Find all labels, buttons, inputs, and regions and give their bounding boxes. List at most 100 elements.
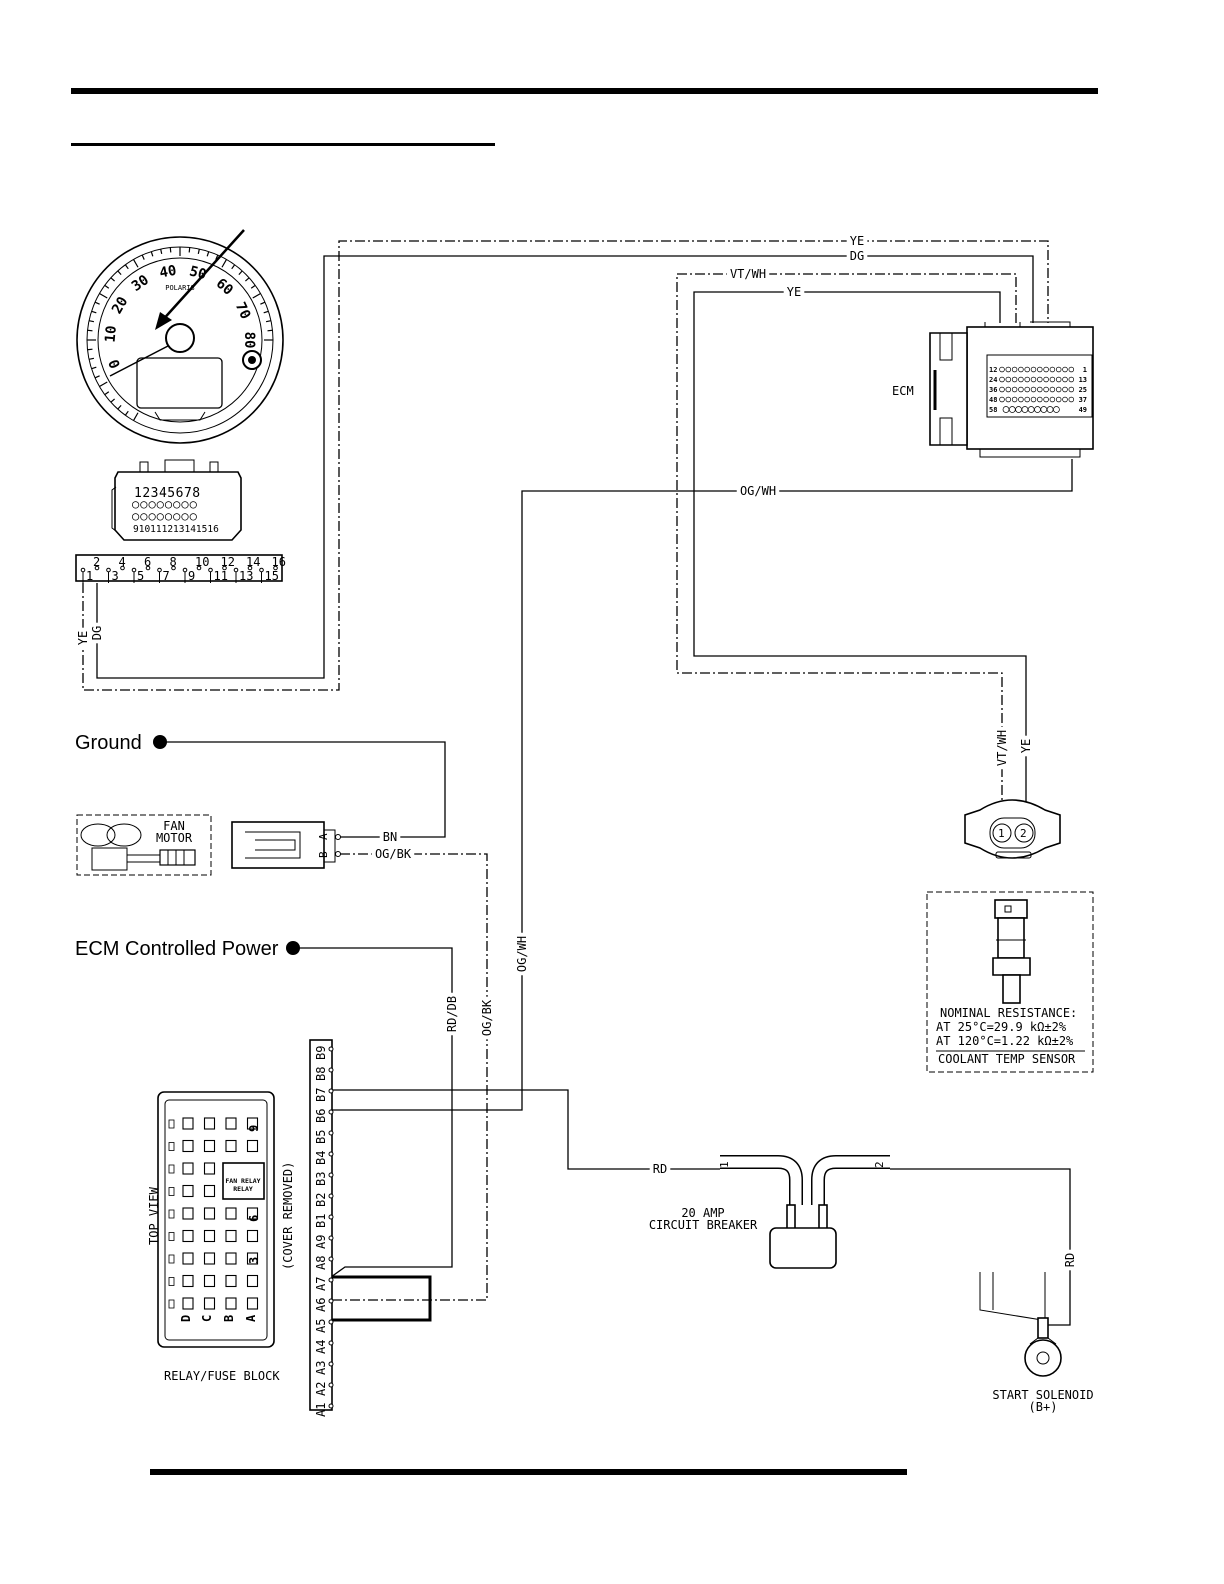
relay-fuse-block: FAN RELAY RELAY D C B A 9 6 3 TOP VIEW (…	[147, 1091, 295, 1383]
wire-vtwh-ecm-sensor	[676, 273, 1017, 825]
cluster-pin-holes: ○○○○○○○○	[132, 509, 198, 523]
fan-relay	[222, 1162, 265, 1200]
wire-label-ye-left: YE	[76, 627, 90, 649]
fan-connector: A B	[231, 821, 341, 869]
strip-pin-even: 10	[195, 555, 209, 569]
gauge-speed-mark: 40	[158, 263, 177, 282]
strip-pin-odd: 9	[188, 569, 195, 583]
wire-label-ogbk-h: OG/BK	[371, 847, 415, 861]
wire-ogwh-ecm-relay	[331, 459, 1073, 1111]
fan-relay-label-1: FAN RELAY	[225, 1177, 260, 1185]
gauge-speed-mark: 20	[109, 294, 131, 317]
wire-label-text: RD	[653, 1162, 667, 1176]
wire-label-dg-top: DG	[846, 249, 868, 263]
header-rule	[71, 88, 1098, 94]
fan-motor-label-2: MOTOR	[156, 831, 193, 845]
ecm-row-left: 48	[989, 396, 997, 404]
header-subrule	[71, 143, 495, 146]
relay-col-c: C	[200, 1315, 214, 1322]
wire-label-bn: BN	[379, 830, 401, 844]
gauge-speed-mark: 70	[232, 300, 254, 322]
ecm-row-left: 12	[989, 366, 997, 374]
coolant-sensor: NOMINAL RESISTANCE: AT 25°C=29.9 kΩ±2% A…	[926, 891, 1094, 1073]
wire-ogbk-fan-relay	[331, 853, 488, 1301]
strip-pin-odd: 11	[214, 569, 228, 583]
strip-pin-odd: 5	[137, 569, 144, 583]
wire-rd-relay-breaker	[331, 1089, 720, 1170]
wire-label-text: OG/BK	[375, 847, 412, 861]
relay-terminal: B9	[314, 1046, 328, 1060]
relay-terminal: B8	[314, 1067, 328, 1081]
solenoid-label-2: (B+)	[1029, 1400, 1058, 1414]
wire-label-ye-vert: YE	[1019, 735, 1033, 757]
wire-label-ogbk-v: OG/BK	[480, 996, 494, 1040]
coolant-sensor-connector: 1 2	[964, 799, 1061, 859]
wire-label-text: DG	[850, 249, 864, 263]
cluster-connector: 12345678 ○○○○○○○○ ○○○○○○○○ 9101112131415…	[111, 459, 242, 541]
relay-terminal: A6	[314, 1298, 328, 1312]
strip-pin-odd: 7	[163, 569, 170, 583]
breaker-pin-1: 1	[718, 1161, 731, 1168]
relay-terminal: A5	[314, 1319, 328, 1333]
cluster-pins-bottom: 910111213141516	[133, 524, 219, 535]
ecm-row-right: 37	[1079, 396, 1087, 404]
relay-terminal: A7	[314, 1277, 328, 1291]
sensor-name: COOLANT TEMP SENSOR	[938, 1052, 1076, 1066]
relay-row-9: 9	[247, 1125, 261, 1132]
relay-row-3: 3	[247, 1257, 261, 1264]
relay-terminal: B6	[314, 1109, 328, 1123]
wire-label-text: VT/WH	[995, 730, 1009, 766]
gauge-speed-mark: 30	[129, 272, 152, 295]
ecm-power-dot	[286, 941, 300, 955]
cluster-pin-holes-2: ○○○○○○○○	[132, 497, 198, 511]
sensor-pin-1: 1	[998, 827, 1005, 840]
relay-terminal: B3	[314, 1172, 328, 1186]
gauge-needle	[109, 345, 169, 377]
callout-arrow	[159, 229, 245, 324]
wire-label-text: DG	[90, 626, 104, 640]
wire-label-vtwh-vert: VT/WH	[995, 726, 1009, 770]
wire-label-ogwh-h: OG/WH	[736, 484, 780, 498]
sensor-pin-2: 2	[1020, 827, 1027, 840]
gauge-speed-mark: 10	[103, 325, 120, 343]
strip-pin-even: 2	[93, 555, 100, 569]
wire-label-ogwh-v: OG/WH	[515, 932, 529, 976]
relay-terminal: A3	[314, 1361, 328, 1375]
sensor-resistance-line3: AT 120°C=1.22 kΩ±2%	[936, 1034, 1074, 1048]
strip-pin-odd: 1	[86, 569, 93, 583]
fan-pin-b: B	[317, 851, 330, 858]
wire-label-text: OG/WH	[515, 936, 529, 972]
wire-rd-breaker-solenoid	[890, 1168, 1071, 1326]
gauge-brand: POLARIS	[165, 284, 195, 292]
wire-label-text: RD	[1063, 1253, 1077, 1267]
wire-label-text: RD/DB	[445, 996, 459, 1032]
footer-rule	[150, 1469, 907, 1475]
wire-label-rd-h: RD	[649, 1162, 671, 1176]
wire-label-text: OG/BK	[480, 999, 494, 1036]
fan-relay-label-2: RELAY	[233, 1185, 253, 1193]
relay-col-b: B	[222, 1315, 236, 1322]
gauge-lcd-base	[154, 411, 206, 421]
ecm-power-label: ECM Controlled Power	[75, 938, 279, 960]
ecm-row-left: 24	[989, 376, 997, 384]
gauge-speed-mark: 80	[241, 332, 257, 349]
ecm-row-right: 25	[1079, 386, 1087, 394]
breaker-label-1: 20 AMP	[681, 1206, 724, 1220]
wire-label-text: VT/WH	[730, 267, 766, 281]
strip-pin-even: 12	[221, 555, 235, 569]
relay-terminal: A1	[314, 1403, 328, 1417]
wire-label-rd-v: RD	[1063, 1249, 1077, 1271]
strip-pin-odd: 3	[112, 569, 119, 583]
relay-row-6: 6	[247, 1215, 261, 1222]
gauge-hub	[165, 323, 195, 353]
wire-ye-ecm-sensor	[693, 291, 1027, 825]
strip-pin-even: 14	[246, 555, 260, 569]
relay-cover-removed: (COVER REMOVED)	[281, 1162, 295, 1270]
